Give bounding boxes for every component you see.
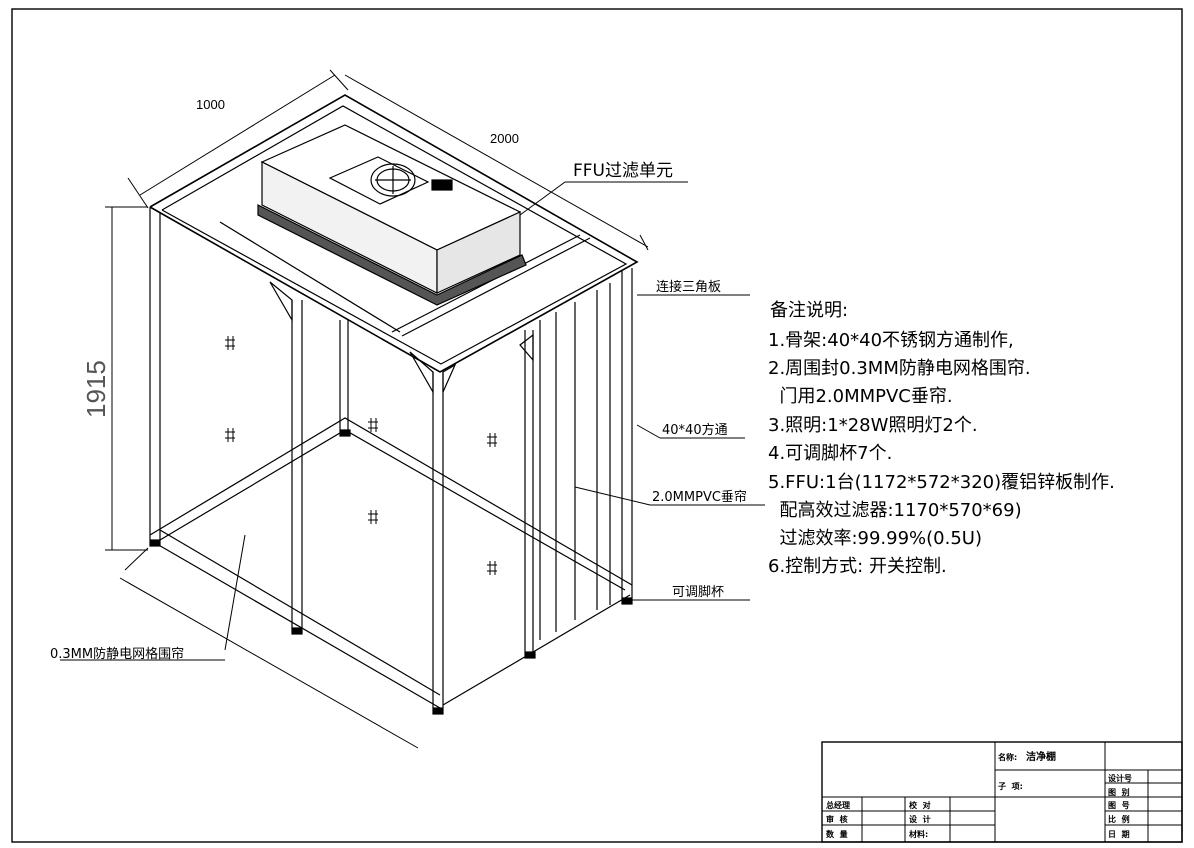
note-line: 配高效过滤器:1170*570*69) bbox=[768, 500, 1022, 521]
tb-drawing-type: 图 别 bbox=[1108, 788, 1130, 797]
tb-review: 审 核 bbox=[826, 814, 848, 824]
note-line: 5.FFU:1台(1172*572*320)覆铝锌板制作. bbox=[768, 472, 1115, 493]
dim-length-label: 2000 bbox=[490, 131, 519, 146]
tb-name-label: 名称: bbox=[998, 752, 1017, 762]
callout-tube: 40*40方通 bbox=[662, 422, 728, 438]
callout-foot-cup: 可调脚杯 bbox=[672, 584, 724, 600]
dim-width-label: 1000 bbox=[196, 97, 225, 112]
note-line: 门用2.0MMPVC垂帘. bbox=[768, 386, 953, 407]
title-block bbox=[821, 741, 1183, 843]
callout-triangle-plate: 连接三角板 bbox=[656, 279, 721, 295]
tb-name-value: 洁净棚 bbox=[1026, 750, 1056, 763]
ffu-unit bbox=[257, 124, 527, 306]
note-line: 3.照明:1*28W照明灯2个. bbox=[768, 415, 978, 436]
tb-design-no: 设计号 bbox=[1108, 773, 1132, 783]
note-line: 过滤效率:99.99%(0.5U) bbox=[768, 528, 982, 549]
notes-title: 备注说明: bbox=[770, 300, 848, 321]
clean-booth bbox=[149, 94, 639, 715]
tb-quantity: 数 量 bbox=[826, 829, 848, 839]
title-block-text: 名称: 洁净棚 子 项: 设计号 图 别 图 号 比 例 日 期 总经理 审 核… bbox=[826, 750, 1132, 839]
note-line: 1.骨架:40*40不锈钢方通制作, bbox=[768, 330, 1014, 351]
drawing-frame bbox=[11, 8, 1183, 843]
tb-date: 日 期 bbox=[1108, 829, 1130, 839]
tb-scale: 比 例 bbox=[1108, 814, 1130, 824]
tb-design: 设 计 bbox=[909, 814, 931, 824]
callout-pvc-curtain: 2.0MMPVC垂帘 bbox=[652, 489, 747, 505]
tb-check: 校 对 bbox=[909, 800, 931, 810]
callout-mesh-curtain: 0.3MM防静电网格围帘 bbox=[50, 646, 184, 662]
note-line: 4.可调脚杯7个. bbox=[768, 443, 892, 464]
note-line: 2.周围封0.3MM防静电网格围帘. bbox=[768, 358, 1031, 379]
callout-ffu: FFU过滤单元 bbox=[573, 161, 673, 181]
tb-general-manager: 总经理 bbox=[826, 800, 850, 810]
notes-block: 备注说明: 1.骨架:40*40不锈钢方通制作, 2.周围封0.3MM防静电网格… bbox=[768, 300, 1115, 577]
dimension-lines bbox=[105, 69, 649, 749]
tb-sub-item: 子 项: bbox=[998, 782, 1023, 791]
note-line: 6.控制方式: 开关控制. bbox=[768, 556, 947, 577]
leader-lines bbox=[60, 181, 765, 661]
tb-material: 材料: bbox=[909, 829, 928, 839]
tb-drawing-no: 图 号 bbox=[1108, 801, 1130, 810]
dim-height-label: 1915 bbox=[81, 360, 111, 418]
